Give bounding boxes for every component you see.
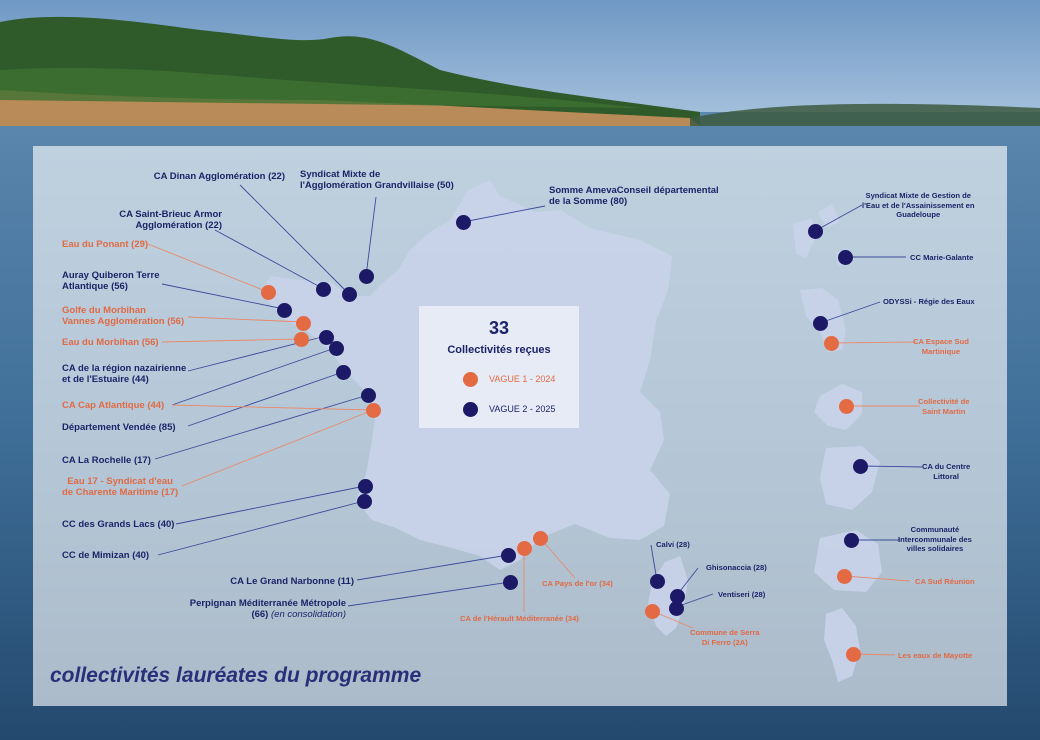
mayotte-shape (824, 608, 860, 682)
label-saint-martin: Collectivité de Saint Martin (918, 397, 970, 416)
marker-saint-martin[interactable] (838, 398, 854, 414)
marker-auray[interactable] (276, 302, 292, 318)
marker-mayotte[interactable] (845, 646, 861, 662)
marker-espace-sud[interactable] (823, 335, 839, 351)
label-perpignan: Perpignan Méditerranée Métropole (66) (e… (190, 598, 346, 620)
marker-saint-brieuc[interactable] (315, 281, 331, 297)
marker-narbonne[interactable] (500, 547, 516, 563)
label-la-rochelle: CA La Rochelle (17) (62, 455, 151, 466)
label-ghisonaccia: Ghisonaccia (28) (706, 563, 767, 572)
legend-subtitle: Collectivités reçues (447, 344, 551, 356)
label-eau-morbihan: Eau du Morbihan (56) (62, 337, 159, 348)
legend-dot-wave1 (463, 372, 478, 387)
label-ponant: Eau du Ponant (29) (62, 239, 149, 250)
label-auray: Auray Quiberon Terre Atlantique (56) (62, 270, 160, 292)
label-grandvillaise: Syndicat Mixte de l'Agglomération Grandv… (300, 169, 454, 191)
marker-mimizan[interactable] (356, 493, 372, 509)
marker-serra[interactable] (644, 603, 660, 619)
label-dinan: CA Dinan Agglomération (22) (153, 171, 285, 182)
marker-eau-morbihan[interactable] (293, 331, 309, 347)
map-title: collectivités lauréates du programme (50, 664, 422, 687)
leader-lines-wave1 (147, 243, 920, 656)
label-marie-galante: CC Marie-Galante (910, 253, 974, 262)
marker-pays-or[interactable] (532, 530, 548, 546)
marker-odyssi[interactable] (812, 315, 828, 331)
label-eau17: Eau 17 - Syndicat d'eau de Charente Mari… (62, 476, 179, 498)
leader-lines-wave2 (154, 184, 923, 608)
marker-ghisonaccia[interactable] (669, 588, 685, 604)
label-nazairienne: CA de la région nazairienne et de l'Estu… (62, 363, 187, 385)
saint-martin-shape (814, 384, 862, 430)
label-cap-atlantique: CA Cap Atlantique (44) (62, 400, 165, 411)
label-perpignan-line1: Perpignan Méditerranée Métropole (189, 598, 346, 609)
marker-villes-solidaires[interactable] (843, 532, 859, 548)
legend-dot-wave2 (463, 402, 478, 417)
guyane-shape (820, 446, 880, 510)
legend-box: 33 Collectivités reçues VAGUE 1 - 2024 V… (419, 306, 579, 428)
label-golfe: Golfe du Morbihan Vannes Agglomération (… (62, 305, 185, 327)
label-vendee: Département Vendée (85) (62, 422, 176, 433)
marker-vendee[interactable] (335, 364, 351, 380)
label-mayotte: Les eaux de Mayotte (898, 651, 973, 660)
label-sud-reunion: CA Sud Réunion (915, 577, 975, 586)
marker-ponant[interactable] (260, 284, 276, 300)
label-pays-or: CA Pays de l'or (34) (542, 579, 613, 588)
legend-label-wave2: VAGUE 2 - 2025 (489, 404, 556, 414)
label-centre-littoral: CA du Centre Littoral (922, 462, 971, 481)
label-saint-brieuc: CA Saint-Brieuc Armor Agglomération (22) (119, 209, 222, 231)
marker-perpignan[interactable] (502, 574, 518, 590)
label-herault: CA de l'Hérault Méditerranée (34) (460, 614, 579, 623)
marker-calvi[interactable] (649, 573, 665, 589)
legend-count: 33 (488, 318, 510, 338)
marker-grands-lacs[interactable] (357, 478, 373, 494)
marker-nazairienne-2[interactable] (328, 340, 344, 356)
marker-guadeloupe[interactable] (807, 223, 823, 239)
marker-sud-reunion[interactable] (836, 568, 852, 584)
label-serra: Commune de Serra Di Ferro (2A) (690, 628, 760, 647)
marker-ventiseri[interactable] (668, 600, 684, 616)
marker-la-rochelle[interactable] (360, 387, 376, 403)
marker-marie-galante[interactable] (837, 249, 853, 265)
reunion-shape (814, 530, 882, 592)
label-narbonne: CA Le Grand Narbonne (11) (230, 576, 354, 587)
label-somme: Somme AmevaConseil départemental de la S… (549, 185, 719, 207)
label-ventiseri: Ventiseri (28) (718, 590, 766, 599)
label-grands-lacs: CC des Grands Lacs (40) (62, 519, 175, 530)
label-guadeloupe: Syndicat Mixte de Gestion de l'Eau et de… (862, 191, 975, 219)
marker-nazairienne[interactable] (318, 329, 334, 345)
label-mimizan: CC de Mimizan (40) (62, 550, 150, 561)
label-espace-sud: CA Espace Sud Martinique (913, 337, 969, 356)
label-calvi: Calvi (28) (656, 540, 690, 549)
label-perpignan-line2: (66) (en consolidation) (190, 609, 346, 620)
marker-herault[interactable] (516, 540, 532, 556)
marker-golfe[interactable] (295, 315, 311, 331)
marker-somme[interactable] (455, 214, 471, 230)
guadeloupe-shape (793, 204, 852, 266)
legend-label-wave1: VAGUE 1 - 2024 (489, 374, 556, 384)
marker-centre-littoral[interactable] (852, 458, 868, 474)
marker-grandvillaise[interactable] (358, 268, 374, 284)
label-odyssi: ODYSSi - Régie des Eaux (883, 297, 975, 306)
marker-cap-atlantique[interactable] (365, 402, 381, 418)
label-perpignan-dept: (66) (251, 609, 271, 620)
label-villes-solidaires: Communauté Intercommunale des villes sol… (898, 525, 972, 553)
marker-dinan[interactable] (341, 286, 357, 302)
label-perpignan-status: (en consolidation) (271, 609, 346, 620)
